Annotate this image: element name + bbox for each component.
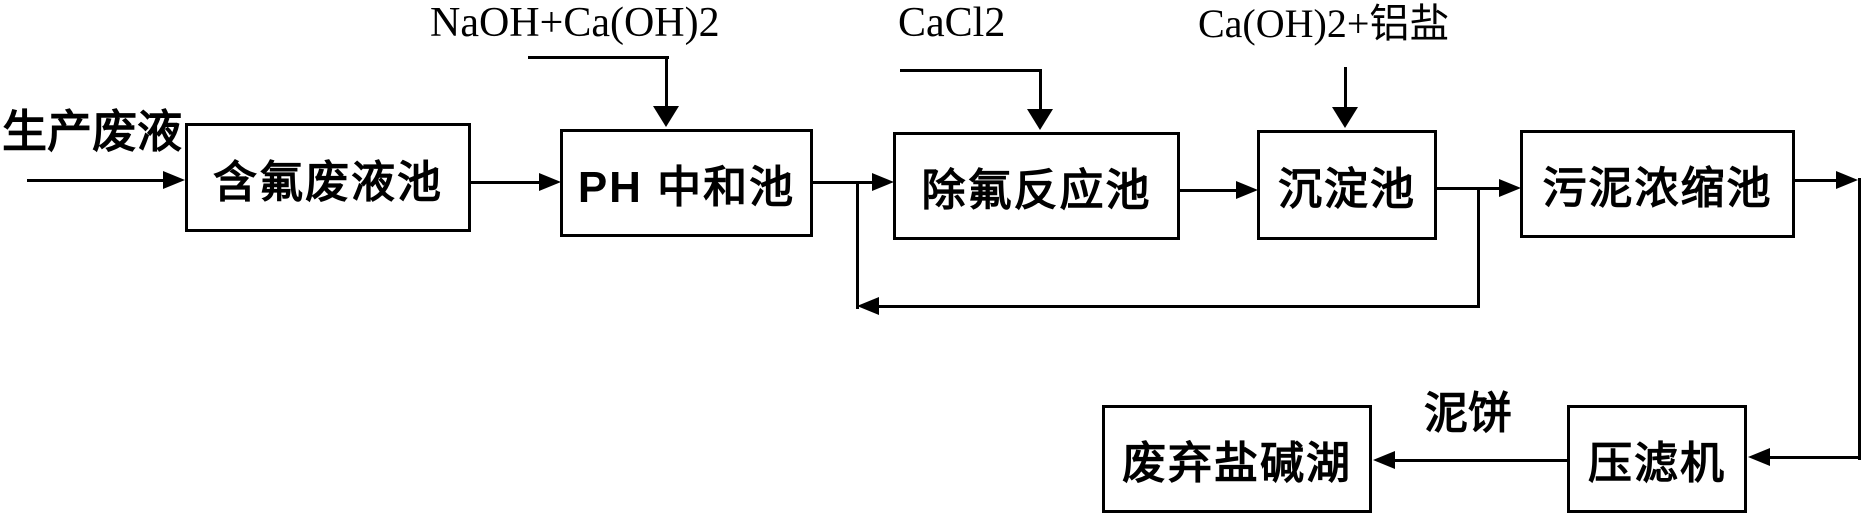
arrowhead-right-icon [1236,181,1258,199]
recycle-line-down-riser [1477,188,1480,308]
recycle-line-horizontal [879,305,1480,308]
process-box-label: PH 中和池 [577,163,796,212]
arrowhead-down-icon [1332,107,1358,128]
arrowhead-left-icon [1748,448,1770,466]
cacl2-dosing-line-vertical [1039,69,1042,112]
cacl2-dosing-line-horizontal [900,69,1042,72]
arrowhead-right-icon [872,173,894,191]
arrowhead-left-icon [857,297,879,315]
process-box-fluoride-waste-pool: 含氟废液池 [185,123,471,232]
process-box-sludge-thickening-pool: 污泥浓缩池 [1520,130,1795,238]
arrowhead-left-icon [1373,451,1395,469]
filter-press-inlet-line [1770,456,1861,459]
arrowhead-right-icon [163,171,185,189]
arrowhead-down-icon [653,106,679,127]
thickening-to-filter-press-down-line [1858,178,1861,460]
process-box-label: 含氟废液池 [213,157,443,207]
arrowhead-down-icon [1027,109,1053,130]
process-box-label: 废弃盐碱湖 [1122,439,1352,488]
defluorination-to-sedimentation-line [1180,189,1236,192]
process-box-label: 除氟反应池 [921,166,1152,215]
mud-cake-line [1395,459,1567,462]
process-box-label: 沉淀池 [1278,165,1416,214]
fluoride-pool-to-ph-pool-line [471,181,539,184]
recycle-line-up-riser [856,182,859,309]
dosing-label-cacl2: CaCl2 [898,0,1006,46]
process-box-label: 污泥浓缩池 [1542,164,1773,213]
process-box-defluorination-reaction-pool: 除氟反应池 [893,132,1180,240]
process-box-ph-neutralization-pool: PH 中和池 [560,129,813,237]
caoh2-dosing-line-vertical [1344,67,1347,110]
process-box-filter-press: 压滤机 [1567,405,1747,513]
arrowhead-right-icon [539,173,561,191]
dosing-label-naoh-caoh2: NaOH+Ca(OH)2 [430,0,720,46]
arrowhead-right-icon [1499,179,1521,197]
process-box-abandoned-salt-alkali-lake: 废弃盐碱湖 [1102,405,1372,513]
sedimentation-to-thickening-line [1437,187,1499,190]
source-to-fluoride-pool-line [27,179,164,182]
mud-cake-stream-label: 泥饼 [1424,389,1512,438]
process-box-sedimentation-pool: 沉淀池 [1257,130,1437,240]
dosing-label-caoh2-aluminum-salt: Ca(OH)2+铝盐 [1198,1,1450,46]
naoh-dosing-line-vertical [665,56,668,109]
ph-pool-to-defluorination-line [813,181,872,184]
source-stream-label: 生产废液 [2,106,183,157]
thickening-outlet-line [1795,179,1836,182]
process-box-label: 压滤机 [1588,439,1726,488]
naoh-dosing-line-horizontal [528,56,669,59]
arrowhead-right-icon [1836,171,1858,189]
